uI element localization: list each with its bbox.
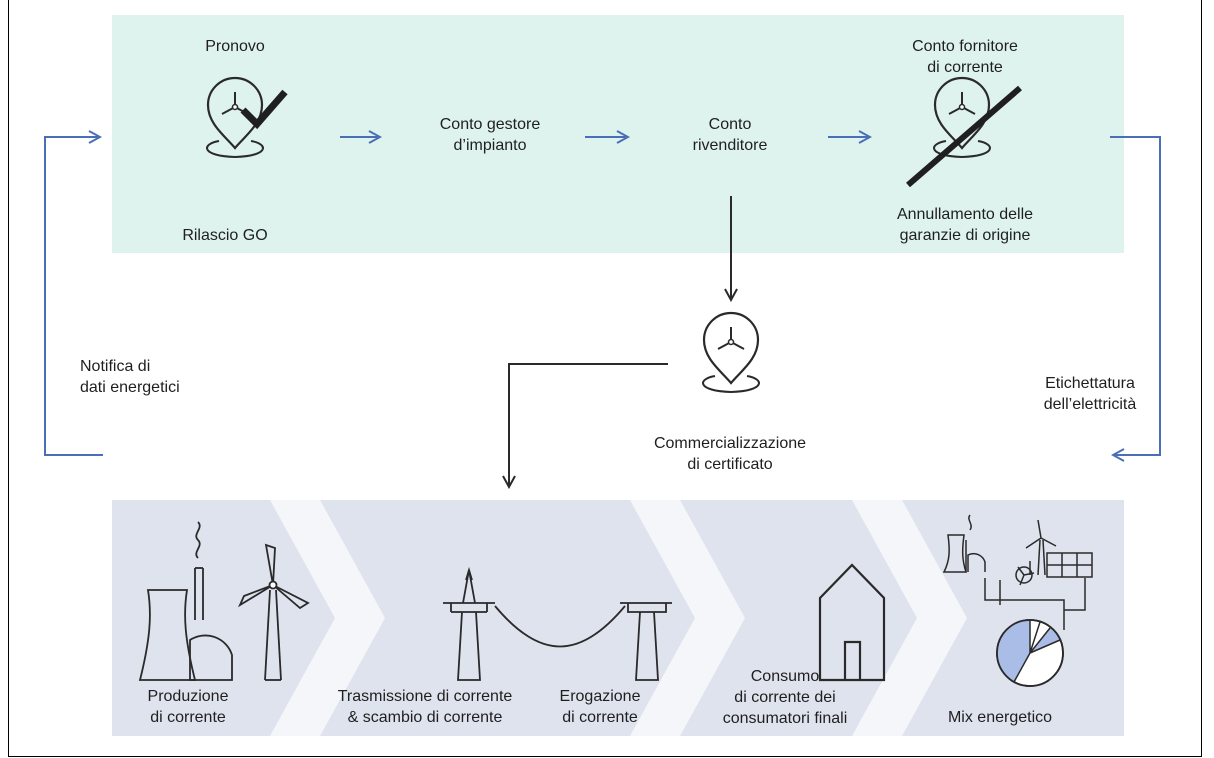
left-loop-arrow	[44, 137, 103, 456]
transmission-label-2: & scambio di corrente	[347, 709, 503, 726]
production-label-1: Produzione	[147, 688, 229, 705]
supplier-account-label-2: di corrente	[927, 59, 1003, 76]
right-side-label-2: dell’elettricità	[1043, 396, 1137, 413]
consumption-label-1: Consumo	[750, 668, 820, 685]
chevron-divider-3	[852, 500, 967, 736]
pronovo-label: Pronovo	[205, 38, 265, 55]
wind-turbine-icon	[238, 543, 310, 681]
strike-icon	[906, 85, 1022, 188]
right-loop-arrow	[1110, 136, 1161, 455]
right-side-label-1: Etichettatura	[1045, 375, 1135, 392]
plant-account-label-2: d’impianto	[453, 137, 527, 154]
energy-mix-label: Mix energetico	[947, 709, 1053, 726]
cancellation-label-1: Annullamento delle	[896, 206, 1034, 223]
transmission-label-1: Trasmissione di corrente	[337, 688, 513, 705]
production-label-2: di corrente	[150, 709, 226, 726]
trading-pin-icon	[701, 311, 761, 394]
house-icon	[818, 563, 886, 682]
left-side-label-2: dati energetici	[80, 379, 180, 396]
trading-to-grid-arrow	[509, 363, 668, 487]
trading-label-2: di certificato	[687, 456, 773, 473]
power-plant-icon	[138, 521, 233, 681]
energy-mix-icon	[942, 514, 1093, 687]
cancellation-label-2: garanzie di origine	[899, 227, 1031, 244]
chevron-divider-1	[270, 500, 385, 736]
left-side-label-1: Notifica di	[80, 358, 151, 375]
release-label: Rilascio GO	[182, 227, 268, 244]
consumption-label-2: di corrente dei	[734, 689, 836, 706]
transmission-tower-icon	[443, 566, 672, 681]
checkmark-icon	[240, 89, 288, 130]
supplier-account-label-1: Conto fornitore	[912, 38, 1018, 55]
reseller-account-label-2: rivenditore	[692, 137, 768, 154]
plant-account-label-1: Conto gestore	[439, 116, 541, 133]
delivery-label-1: Erogazione	[559, 688, 641, 705]
chevron-divider-2	[630, 500, 745, 736]
consumption-label-3: consumatori finali	[722, 710, 848, 727]
trading-label-1: Commercializzazione	[653, 435, 807, 452]
reseller-account-label-1: Conto	[708, 116, 752, 133]
delivery-label-2: di corrente	[562, 709, 638, 726]
